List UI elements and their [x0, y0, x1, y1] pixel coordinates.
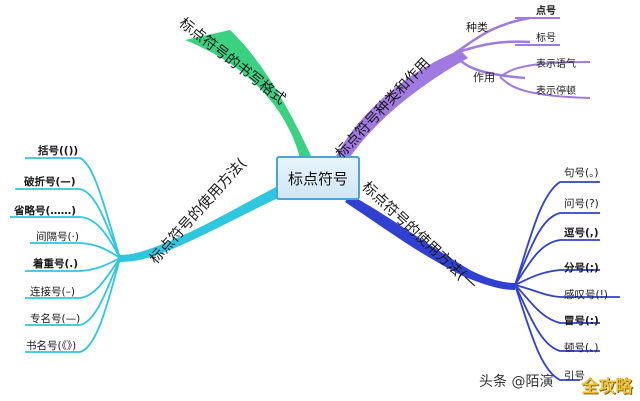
usage-two-item: 省略号(……)	[14, 205, 77, 217]
usage-one-item: 冒号(:)	[564, 315, 599, 327]
functions-leaf-lines	[499, 61, 591, 99]
branch-usage-two-line	[118, 185, 285, 262]
functions-label: 作用	[473, 71, 495, 84]
branch-types-line	[335, 50, 468, 160]
usage-two-item: 着重号(.)	[33, 258, 79, 270]
usage-two-item: 连接号(–)	[30, 286, 75, 298]
usage-one-item: 顿号(、)	[564, 342, 599, 354]
usage-two-leaf-lines	[10, 157, 121, 353]
usage-one-item: 感叹号(!)	[564, 289, 608, 301]
watermark-logo: 全攻略	[581, 377, 633, 397]
usage-one-item: 逗号(,)	[564, 227, 599, 239]
watermark-text: 头条 @陌演	[479, 374, 554, 390]
types-label: 种类	[466, 21, 488, 34]
usage-two-item: 专名号(—)	[30, 313, 81, 325]
types-item: 标号	[536, 33, 556, 44]
usage-one-item: 引号	[564, 370, 585, 382]
usage-two-item: 书名号(《》)	[26, 340, 77, 352]
types-item: 点号	[536, 6, 556, 17]
center-node: 标点符号	[276, 156, 360, 200]
types-underlines	[515, 17, 560, 46]
center-title: 标点符号	[287, 169, 348, 188]
usage-one-leaf-lines	[514, 181, 620, 381]
functions-item: 表示停顿	[536, 86, 576, 97]
usage-one-item: 问号(?)	[564, 198, 599, 210]
usage-one-item: 分号(;)	[564, 262, 599, 274]
usage-two-item: 破折号(—)	[24, 176, 76, 188]
branch-writing-format-line	[185, 30, 312, 158]
usage-one-item: 句号(。)	[564, 167, 599, 179]
functions-item: 表示语气	[536, 59, 576, 70]
branch-usage-one-line	[345, 195, 515, 290]
usage-two-item: 括号(())	[38, 145, 79, 157]
functions-sub-line	[459, 59, 526, 80]
types-sub-line	[454, 16, 531, 55]
usage-two-item: 间隔号(·)	[36, 231, 80, 243]
